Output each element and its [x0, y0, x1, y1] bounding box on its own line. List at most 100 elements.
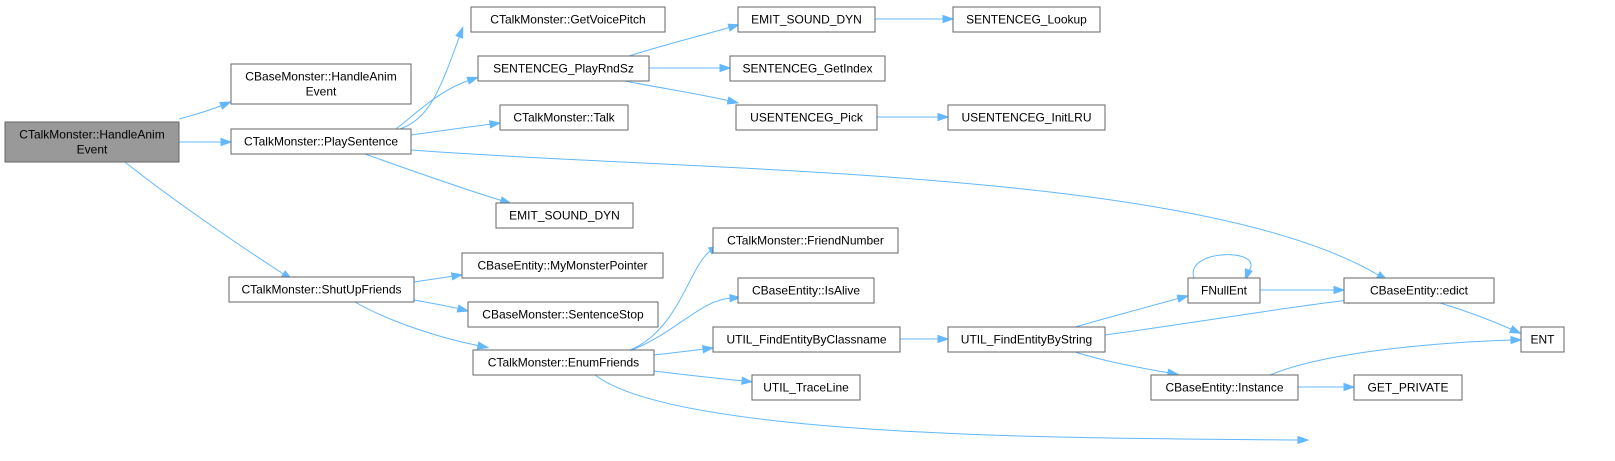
node-label: Event	[77, 143, 108, 157]
edge-line	[395, 79, 471, 130]
node-box	[230, 128, 412, 155]
edge-findbyclass-to-findbystring	[900, 334, 950, 344]
edge-arrowhead	[937, 112, 950, 122]
edge-line	[124, 161, 286, 276]
edge-arrowhead	[219, 101, 232, 110]
edge-play_sentence-to-talk	[410, 120, 502, 136]
edge-arrowhead	[1343, 382, 1356, 392]
node-usentence_pick[interactable]: USENTENCEG_Pick	[735, 104, 878, 131]
node-label: CTalkMonster::PlaySentence	[244, 135, 398, 149]
edge-arrowhead	[466, 76, 480, 85]
edge-root-to-shutup	[124, 161, 293, 281]
node-label: FNullEnt	[1201, 284, 1248, 298]
edge-arrowhead	[701, 345, 715, 354]
edge-usentence_pick-to-initlru	[877, 112, 950, 122]
node-voice_pitch[interactable]: CTalkMonster::GetVoicePitch	[470, 6, 666, 33]
edge-line	[594, 374, 1301, 441]
edge-arrowhead	[476, 341, 490, 350]
node-mymonster[interactable]: CBaseEntity::MyMonsterPointer	[461, 252, 664, 279]
edge-root-to-base_handle	[178, 101, 232, 120]
edge-shutup-to-enumfriends	[354, 301, 490, 350]
node-isalive[interactable]: CBaseEntity::IsAlive	[737, 277, 875, 304]
node-label: USENTENCEG_Pick	[750, 111, 864, 125]
edge-line	[1269, 339, 1514, 376]
node-box	[499, 104, 629, 131]
node-box	[495, 202, 634, 229]
node-label: SENTENCEG_GetIndex	[742, 62, 872, 76]
edge-arrowhead	[456, 304, 470, 313]
node-play_sentence[interactable]: CTalkMonster::PlaySentence	[230, 128, 412, 155]
node-box	[952, 6, 1101, 33]
node-label: CTalkMonster::HandleAnim	[19, 128, 164, 142]
edge-play_sentence-to-emit2	[364, 153, 513, 205]
node-label: CBaseEntity::edict	[1370, 284, 1469, 298]
edge-arrowhead	[1509, 325, 1522, 334]
edge-line	[410, 149, 1381, 277]
node-label: SENTENCEG_Lookup	[966, 13, 1087, 27]
node-getindex[interactable]: SENTENCEG_GetIndex	[729, 55, 886, 82]
node-ent[interactable]: ENT	[1520, 326, 1565, 353]
edge-root-to-play_sentence	[179, 137, 233, 147]
edge-emit1-to-lookup	[875, 14, 955, 24]
node-instance[interactable]: CBaseEntity::Instance	[1150, 374, 1299, 401]
edge-arrowhead	[1333, 285, 1346, 295]
node-friendnumber[interactable]: CTalkMonster::FriendNumber	[712, 227, 899, 254]
node-box	[947, 104, 1106, 131]
node-box	[472, 349, 655, 376]
node-label: UTIL_TraceLine	[763, 381, 849, 395]
node-getprivate[interactable]: GET_PRIVATE	[1353, 374, 1463, 401]
node-play_rnd[interactable]: SENTENCEG_PlayRndSz	[477, 55, 650, 82]
node-box	[1353, 374, 1463, 401]
node-label: CTalkMonster::FriendNumber	[727, 234, 884, 248]
node-findbystring[interactable]: UTIL_FindEntityByString	[947, 326, 1106, 353]
node-label: UTIL_FindEntityByString	[961, 333, 1092, 347]
edge-line	[178, 104, 224, 120]
node-box	[1343, 277, 1495, 304]
node-emit2[interactable]: EMIT_SOUND_DYN	[495, 202, 634, 229]
node-label: ENT	[1531, 333, 1556, 347]
edge-play_sentence-to-voice_pitch	[399, 26, 464, 130]
edge-arrowhead	[488, 120, 502, 129]
edge-line	[628, 26, 732, 57]
node-shutup[interactable]: CTalkMonster::ShutUpFriends	[228, 276, 415, 303]
edge-line	[399, 34, 461, 130]
edge-arrowhead	[455, 26, 464, 39]
node-edict[interactable]: CBaseEntity::edict	[1343, 277, 1495, 304]
edge-arrowhead	[942, 14, 955, 24]
edge-arrowhead	[741, 376, 754, 385]
node-box	[1187, 277, 1261, 304]
edge-arrowhead	[727, 23, 741, 32]
node-box	[470, 6, 666, 33]
edge-enumfriends-to-traceline	[653, 370, 754, 385]
node-label: CTalkMonster::Talk	[513, 111, 615, 125]
node-emit1[interactable]: EMIT_SOUND_DYN	[737, 6, 876, 33]
node-box	[467, 301, 659, 328]
node-box	[1520, 326, 1565, 353]
edge-line	[653, 370, 745, 382]
edge-arrowhead	[719, 63, 732, 73]
node-talk[interactable]: CTalkMonster::Talk	[499, 104, 629, 131]
edge-line	[413, 275, 455, 283]
node-initlru[interactable]: USENTENCEG_InitLRU	[947, 104, 1106, 131]
node-box	[735, 104, 878, 131]
node-label: CBaseEntity::IsAlive	[752, 284, 860, 298]
node-box	[461, 252, 664, 279]
node-label: Event	[306, 85, 337, 99]
node-enumfriends[interactable]: CTalkMonster::EnumFriends	[472, 349, 655, 376]
edge-arrowhead	[450, 272, 464, 281]
node-findbyclass[interactable]: UTIL_FindEntityByClassname	[712, 326, 901, 353]
node-label: EMIT_SOUND_DYN	[751, 13, 862, 27]
node-sentencestop[interactable]: CBaseMonster::SentenceStop	[467, 301, 659, 328]
nodes: CTalkMonster::HandleAnimEventCBaseMonste…	[4, 6, 1565, 401]
edge-play_rnd-to-getindex	[649, 63, 732, 73]
node-box	[1150, 374, 1299, 401]
edge-arrowhead	[1510, 335, 1523, 345]
node-box	[729, 55, 886, 82]
node-fnullent[interactable]: FNullEnt	[1187, 277, 1261, 304]
edge-fnullent-to-fnullent	[1192, 254, 1253, 282]
node-lookup[interactable]: SENTENCEG_Lookup	[952, 6, 1101, 33]
node-traceline[interactable]: UTIL_TraceLine	[751, 374, 861, 401]
